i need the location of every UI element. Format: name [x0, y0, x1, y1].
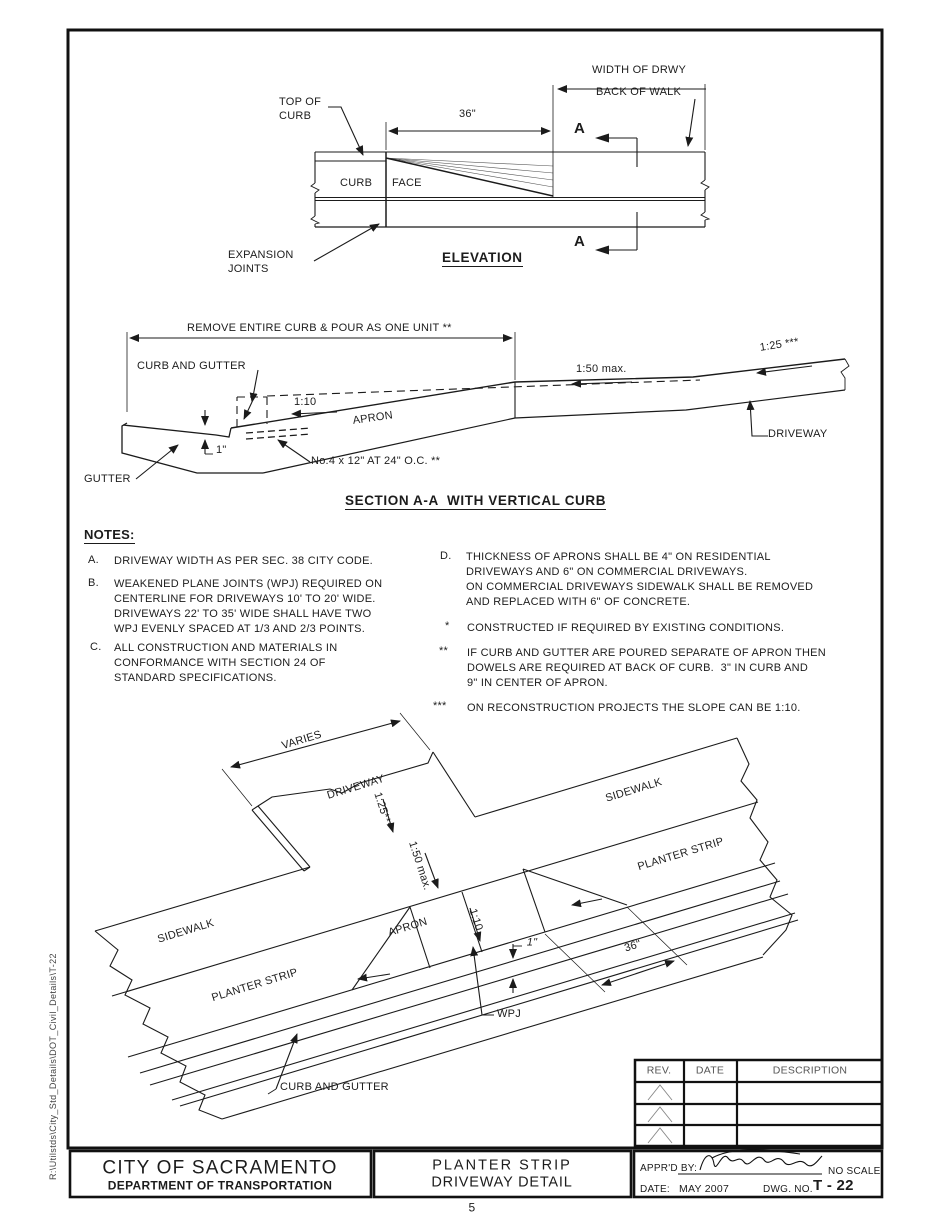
section-marker-a-top: A [574, 120, 586, 137]
dowel-note: No.4 x 12" AT 24" O.C. ** [311, 455, 441, 467]
curb-label: CURB [340, 177, 373, 189]
slope-1-50-label: 1:50 max. [576, 363, 627, 375]
note-star-label: * [445, 620, 450, 632]
face-label: FACE [392, 177, 422, 189]
dim-1in-label: 1" [216, 444, 227, 456]
dwg-no-value: T - 22 [813, 1177, 854, 1194]
note-2star-label: ** [439, 645, 449, 657]
rev-column-header: REV. [646, 1064, 672, 1077]
date-column-header: DATE [695, 1064, 725, 1077]
top-of-curb-label: TOP OF [279, 96, 322, 108]
dwg-no-label: DWG. NO. [763, 1184, 813, 1195]
note-a-label: A. [88, 554, 99, 566]
sheet-border [66, 28, 884, 1150]
gutter-label: GUTTER [84, 473, 131, 485]
note-3star-label: *** [433, 700, 447, 712]
notes-heading: NOTES: [84, 527, 135, 544]
expansion-joints-label-2: JOINTS [228, 263, 269, 275]
page-number: 5 [468, 1200, 476, 1215]
note-star-text: CONSTRUCTED IF REQUIRED BY EXISTING COND… [467, 622, 785, 634]
note-c-text: ALL CONSTRUCTION AND MATERIALS IN CONFOR… [114, 642, 338, 684]
elevation-title: ELEVATION [442, 250, 523, 267]
title-block-frame [68, 1149, 884, 1199]
note-b-label: B. [88, 577, 99, 589]
signature [678, 1149, 823, 1175]
isometric-linework [94, 712, 799, 1120]
revision-table [633, 1058, 884, 1148]
department-name: DEPARTMENT OF TRANSPORTATION [107, 1178, 333, 1193]
elevation-linework [310, 84, 711, 262]
driveway-label: DRIVEWAY [768, 428, 828, 440]
note-d-text: THICKNESS OF APRONS SHALL BE 4" ON RESID… [466, 551, 814, 608]
apprd-by-label: APPR'D BY: [640, 1163, 698, 1174]
iso-dim-1in-label: 1" [526, 936, 538, 949]
date-label: DATE: [640, 1184, 670, 1195]
note-3star-text: ON RECONSTRUCTION PROJECTS THE SLOPE CAN… [467, 702, 801, 714]
note-b-text: WEAKENED PLANE JOINTS (WPJ) REQUIRED ON … [114, 578, 383, 635]
iso-curb-and-gutter-label: CURB AND GUTTER [280, 1081, 389, 1093]
revision-delta-icon [647, 1084, 673, 1144]
back-of-walk-label: BACK OF WALK [596, 86, 682, 98]
file-path: R:\Utilstds\City_Std_Details\DOT_Civil_D… [48, 953, 58, 1180]
note-d-label: D. [440, 550, 452, 562]
curb-and-gutter-label: CURB AND GUTTER [137, 360, 246, 372]
sheet-title-line2: DRIVEWAY DETAIL [431, 1174, 573, 1191]
no-scale-label: NO SCALE [828, 1166, 881, 1177]
sheet-title-line1: PLANTER STRIP [432, 1157, 572, 1174]
date-value: MAY 2007 [679, 1183, 730, 1195]
note-c-label: C. [90, 641, 102, 653]
section-marker-a-bottom: A [574, 233, 586, 250]
wpj-label: WPJ [497, 1008, 521, 1020]
note-a-text: DRIVEWAY WIDTH AS PER SEC. 38 CITY CODE. [114, 555, 373, 567]
slope-1-10-label: 1:10 [294, 396, 317, 408]
section-linework [121, 332, 850, 480]
agency-name: CITY OF SACRAMENTO [102, 1157, 338, 1179]
expansion-joints-label: EXPANSION [228, 249, 294, 261]
note-2star-text: IF CURB AND GUTTER ARE POURED SEPARATE O… [467, 647, 826, 689]
section-title: SECTION A-A WITH VERTICAL CURB [345, 493, 607, 510]
remove-curb-note: REMOVE ENTIRE CURB & POUR AS ONE UNIT ** [187, 322, 452, 334]
width-of-drwy-label: WIDTH OF DRWY [592, 64, 687, 76]
top-of-curb-label-2: CURB [279, 110, 312, 122]
description-column-header: DESCRIPTION [772, 1064, 848, 1077]
dim-36-label: 36" [459, 108, 476, 120]
